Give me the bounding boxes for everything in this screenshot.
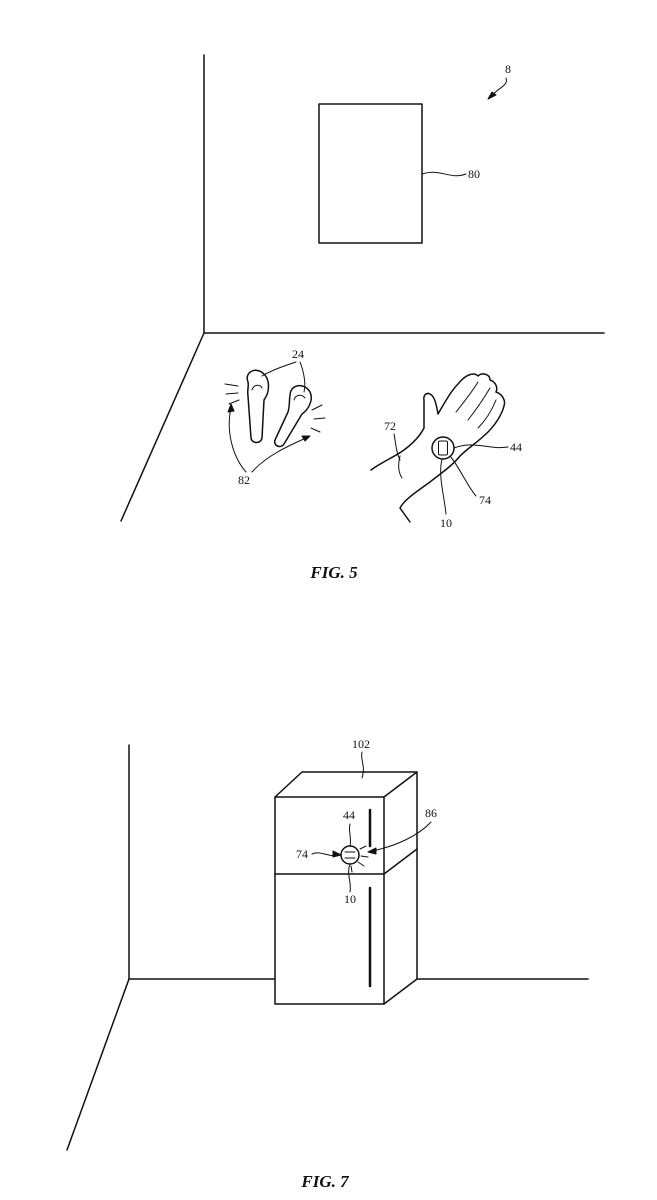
sound-waves-left <box>224 383 240 405</box>
hand <box>370 373 506 523</box>
leader-line-display <box>421 171 467 177</box>
system-arrow <box>487 77 507 100</box>
ref-label-appliance: 102 <box>352 737 370 751</box>
earbuds <box>246 369 313 448</box>
wall-display <box>318 103 423 244</box>
ref-label-hand: 72 <box>384 419 396 433</box>
indicator-light-marks <box>350 845 369 873</box>
ref-label-ring: 74 <box>296 847 308 861</box>
room-corner <box>120 54 605 522</box>
figure-7: 102 44 86 74 10 FIG. 7 <box>66 737 589 1191</box>
leader-line-ring <box>449 455 477 497</box>
refrigerator <box>274 771 418 1005</box>
leader-line-hand <box>393 433 401 461</box>
figure-7-caption: FIG. 7 <box>300 1172 350 1191</box>
leader-line-appliance <box>361 751 364 779</box>
leader-arrow-ring <box>311 850 342 858</box>
fridge-tag-device <box>340 845 360 865</box>
ref-label-tag: 10 <box>344 892 356 906</box>
ref-label-ring: 74 <box>479 493 491 507</box>
leader-line-tag <box>440 458 447 515</box>
ref-label-earbuds: 24 <box>292 347 304 361</box>
leader-line-wrist-device <box>453 444 509 449</box>
wrist-tag-device <box>431 436 455 460</box>
ref-label-wrist-device: 44 <box>510 440 522 454</box>
figure-5-caption: FIG. 5 <box>309 563 358 582</box>
ref-label-tag: 10 <box>440 516 452 530</box>
ref-label-indicator: 86 <box>425 806 437 820</box>
leader-arrows-sound <box>227 403 311 473</box>
ref-label-wrist-device: 44 <box>343 808 355 822</box>
leader-arrow-indicator <box>367 821 432 855</box>
ref-label-sound: 82 <box>238 473 250 487</box>
leader-line-wrist-device <box>348 823 352 847</box>
sound-waves-right <box>310 404 326 433</box>
leader-line-tag <box>348 863 351 893</box>
ref-label-system: 8 <box>505 62 511 76</box>
ref-label-display: 80 <box>468 167 480 181</box>
figure-5: 80 8 24 82 <box>120 54 605 582</box>
leader-line-earbuds <box>261 361 306 393</box>
